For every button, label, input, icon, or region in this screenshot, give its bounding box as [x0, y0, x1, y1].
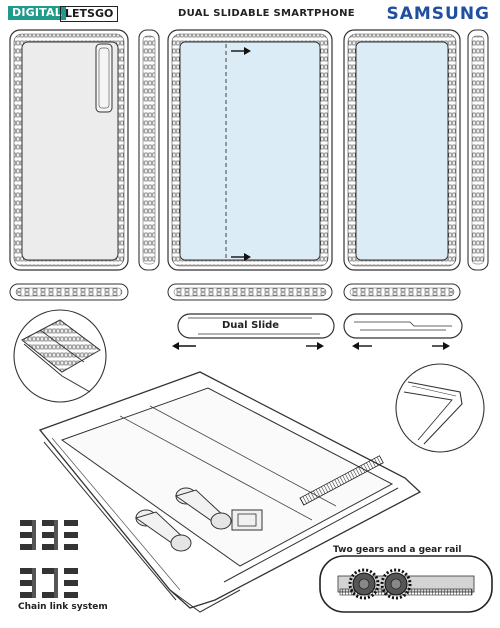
page-title: DUAL SLIDABLE SMARTPHONE — [178, 8, 355, 19]
phone-front-extended — [167, 29, 333, 271]
gear-roller-2 — [174, 487, 232, 530]
gear-rail-diagram — [319, 555, 493, 613]
side-view-2 — [467, 29, 489, 271]
chain-label: Chain link system — [18, 602, 108, 612]
gear-1 — [348, 568, 380, 600]
side-view-1 — [138, 29, 160, 271]
gear-2 — [380, 568, 412, 600]
isometric-cutaway — [38, 371, 422, 613]
detail-circle-right — [395, 363, 485, 453]
phone-back-view — [9, 29, 129, 271]
bottom-edge-views — [9, 283, 461, 301]
gears-label: Two gears and a gear rail — [333, 545, 462, 555]
letsgo-badge: LETSGO — [60, 6, 119, 22]
phone-front-closed — [343, 29, 461, 271]
dual-slide-label: Dual Slide — [222, 320, 280, 331]
digital-badge: DIGITAL — [8, 6, 66, 20]
brand-logo: SAMSUNG — [386, 4, 490, 24]
gear-roller-1 — [134, 509, 192, 552]
dual-slide-diagram — [172, 313, 463, 350]
detail-circle-left — [13, 309, 107, 403]
chain-link-diagram — [20, 520, 78, 598]
